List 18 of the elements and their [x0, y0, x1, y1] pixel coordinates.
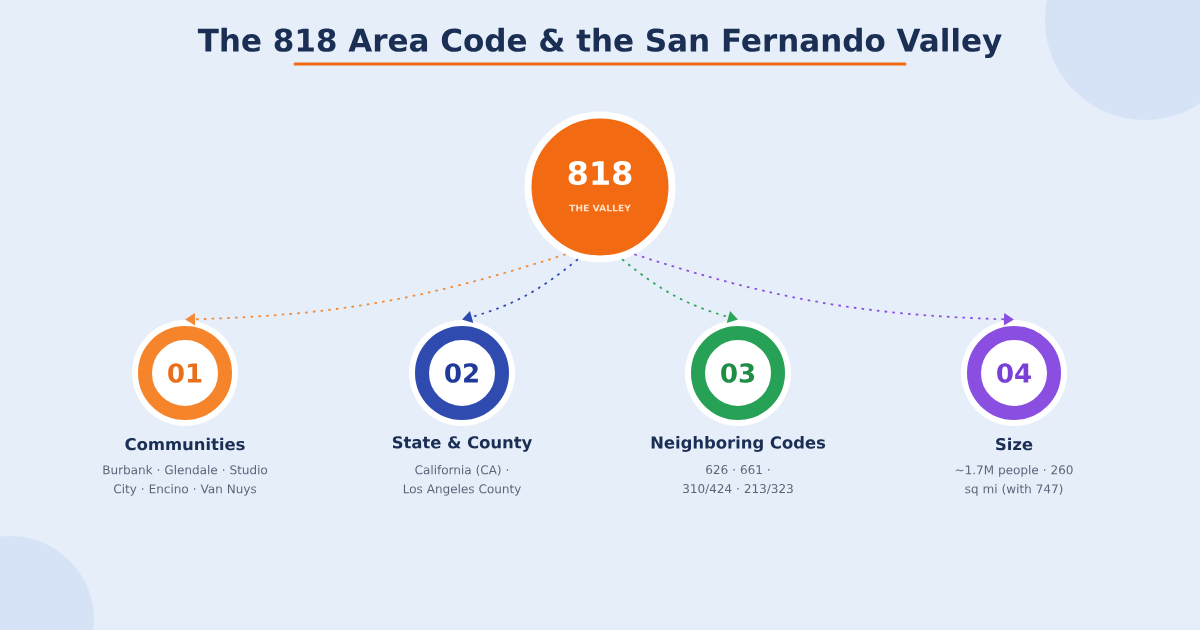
card-heading: State & County — [392, 436, 532, 452]
card-heading: Neighboring Codes — [651, 436, 826, 452]
arrow — [621, 258, 738, 323]
step-number: 01 — [168, 363, 202, 383]
card-description: California (CA) · Los Angeles County — [403, 465, 521, 496]
step-number: 02 — [445, 363, 478, 383]
card-description: ~1.7M people · 260 sq mi (with 747) — [955, 465, 1073, 496]
card-heading: Communities — [125, 437, 245, 451]
hub-label: THE VALLEY — [569, 204, 631, 212]
card-description: Burbank · Glendale · Studio City · Encino · Van Nuys — [103, 465, 268, 496]
title: The 818 Area Code & the San Fernando Valley — [197, 27, 1002, 59]
card-heading: Size — [996, 437, 1033, 451]
arrow — [185, 253, 567, 326]
card-description: 626 · 661 · 310/424 · 213/323 — [683, 465, 793, 495]
arrow — [462, 258, 579, 323]
area-code: 818 — [568, 160, 632, 186]
step-number: 03 — [721, 363, 755, 383]
step-number: 04 — [997, 363, 1031, 383]
